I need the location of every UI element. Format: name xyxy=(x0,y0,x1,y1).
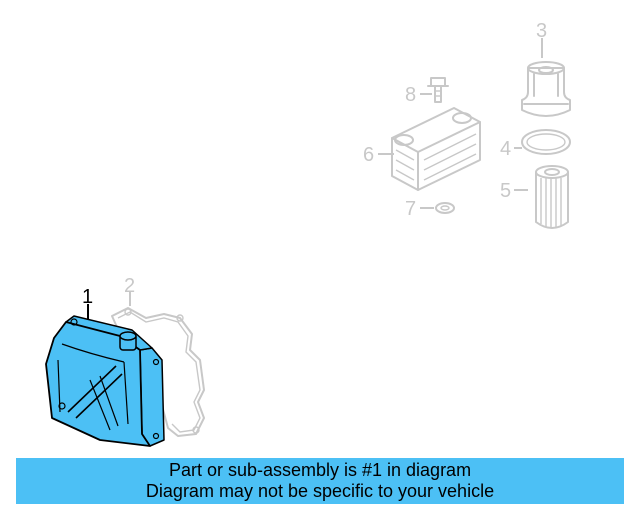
callout-8: 8 xyxy=(405,84,416,106)
part-4-o-ring xyxy=(521,129,571,155)
info-banner: Part or sub-assembly is #1 in diagram Di… xyxy=(16,458,624,504)
part-5-filter-element xyxy=(535,165,569,229)
part-6-oil-cooler xyxy=(391,107,481,191)
part-8-bolt xyxy=(427,77,449,103)
callout-6: 6 xyxy=(363,144,374,166)
callout-5: 5 xyxy=(500,180,511,202)
callout-7: 7 xyxy=(405,198,416,220)
callout-1: 1 xyxy=(82,286,93,308)
callout-4: 4 xyxy=(500,138,511,160)
part-7-seal xyxy=(435,202,455,214)
part-1-oil-pan xyxy=(45,315,165,447)
callout-3: 3 xyxy=(536,20,547,42)
banner-line-2: Diagram may not be specific to your vehi… xyxy=(145,481,495,501)
banner-line-1: Part or sub-assembly is #1 in diagram xyxy=(168,460,472,480)
callout-2: 2 xyxy=(124,275,135,297)
part-3-filter-cap xyxy=(521,61,571,117)
